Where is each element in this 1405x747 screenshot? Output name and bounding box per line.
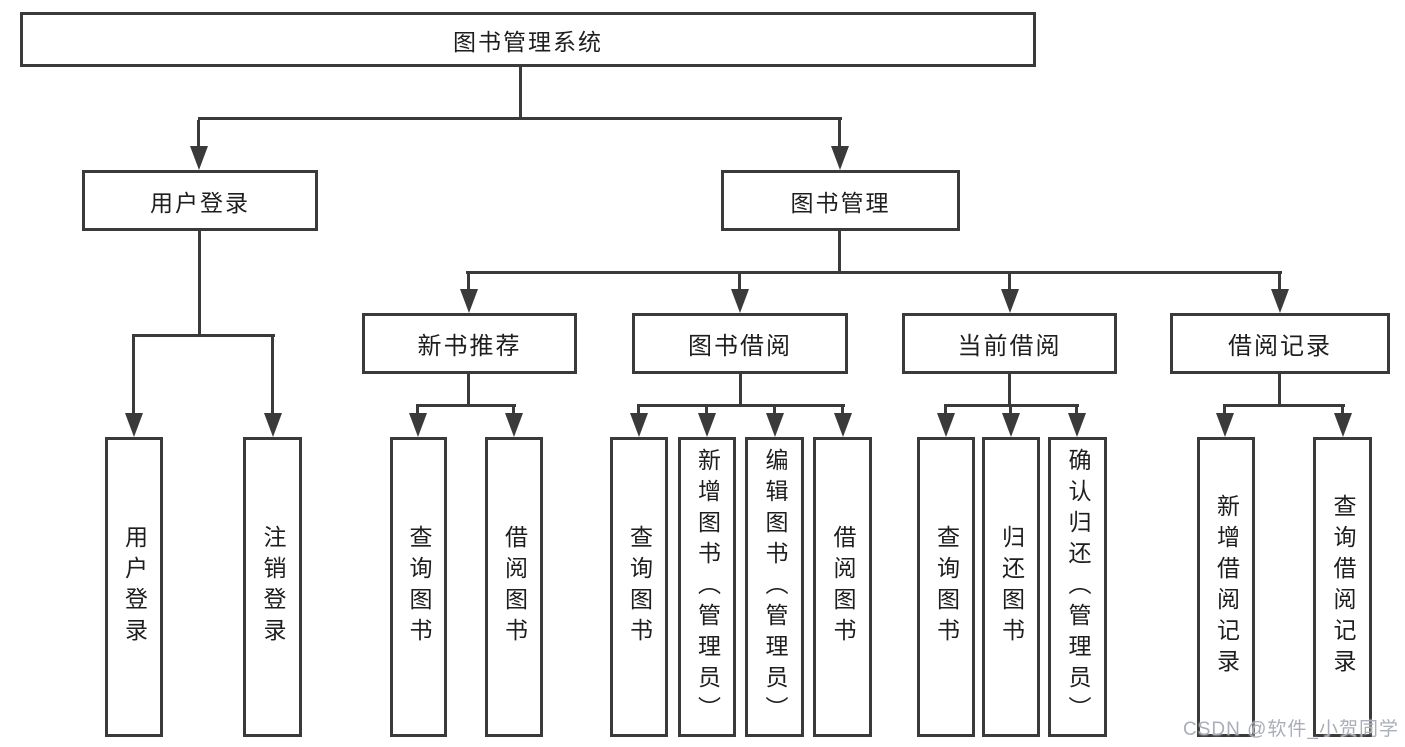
- csdn-watermark: CSDN @软件_小贺同学: [1183, 719, 1399, 740]
- leaf-user-login-label: 用户登录: [121, 525, 148, 649]
- arrowhead-current-query: [937, 413, 955, 437]
- arrowhead-book-borrow: [731, 289, 749, 313]
- connector-drop-current-borrow: [1008, 274, 1011, 289]
- arrowhead-current-confirm: [1068, 413, 1086, 437]
- connector-drop-current-return: [1009, 407, 1012, 413]
- node-book-borrow-label: 图书借阅: [688, 333, 792, 360]
- leaf-add-borrow-record: 新增借阅记录: [1197, 437, 1255, 737]
- arrowhead-leaf-logout: [264, 413, 282, 437]
- connector-drop-user-login: [197, 120, 200, 146]
- arrowhead-borrow-edit: [766, 413, 784, 437]
- leaf-return-books-label: 归还图书: [998, 525, 1025, 649]
- arrowhead-current-borrow: [1001, 289, 1019, 313]
- connector-drop-new-book-recommend: [467, 274, 470, 289]
- arrowhead-current-return: [1002, 413, 1020, 437]
- connector-root-bar: [198, 117, 842, 120]
- leaf-add-books-admin-label: 新增图书（管理员）: [694, 447, 721, 727]
- leaf-borrow-query-books-label: 查询图书: [626, 525, 653, 649]
- node-root: 图书管理系统: [20, 12, 1036, 67]
- leaf-borrow-books: 借阅图书: [813, 437, 872, 737]
- leaf-edit-books-admin-label: 编辑图书（管理员）: [762, 447, 788, 727]
- connector-drop-book-management: [838, 120, 841, 146]
- connector-drop-borrow-edit: [773, 407, 776, 413]
- connector-root-stem: [519, 67, 522, 120]
- leaf-current-query-books: 查询图书: [917, 437, 975, 737]
- leaf-current-query-books-label: 查询图书: [933, 525, 960, 649]
- leaf-return-books: 归还图书: [982, 437, 1040, 737]
- connector-drop-leaf-logout: [271, 337, 274, 413]
- arrowhead-book-management: [831, 146, 849, 170]
- arrowhead-leaf-user-login: [125, 413, 143, 437]
- connector-drop-records-query: [1341, 407, 1344, 413]
- connector-book-management-stem: [838, 231, 841, 274]
- connector-drop-borrow-borrow: [841, 407, 844, 413]
- connector-book-management-bar: [466, 271, 1282, 274]
- leaf-user-login: 用户登录: [105, 437, 163, 737]
- arrowhead-user-login: [190, 146, 208, 170]
- node-current-borrow-label: 当前借阅: [957, 333, 1062, 360]
- node-user-login-label: 用户登录: [150, 189, 250, 216]
- leaf-logout: 注销登录: [243, 437, 302, 737]
- arrowhead-borrow-query: [630, 413, 648, 437]
- leaf-edit-books-admin: 编辑图书（管理员）: [745, 437, 804, 737]
- arrowhead-records-add: [1216, 413, 1234, 437]
- connector-records-bar: [1223, 404, 1345, 407]
- node-user-login: 用户登录: [82, 170, 318, 231]
- connector-current-stem: [1008, 374, 1011, 407]
- leaf-query-borrow-record: 查询借阅记录: [1313, 437, 1372, 737]
- connector-current-bar: [944, 404, 1079, 407]
- connector-recommend-bar: [416, 404, 516, 407]
- connector-user-login-stem: [198, 231, 201, 336]
- connector-recommend-stem: [467, 374, 470, 407]
- arrowhead-records-query: [1334, 413, 1352, 437]
- leaf-add-borrow-record-label: 新增借阅记录: [1213, 494, 1240, 680]
- arrowhead-recommend-query: [409, 413, 427, 437]
- connector-drop-current-query: [944, 407, 947, 413]
- arrowhead-borrow-borrow: [834, 413, 852, 437]
- node-new-book-recommend: 新书推荐: [362, 313, 577, 374]
- connector-user-login-bar: [132, 334, 275, 337]
- leaf-recommend-borrow-books-label: 借阅图书: [501, 525, 528, 649]
- leaf-borrow-query-books: 查询图书: [610, 437, 668, 737]
- node-book-management: 图书管理: [721, 170, 960, 231]
- connector-drop-leaf-user-login: [132, 337, 135, 413]
- connector-drop-borrow-query: [637, 407, 640, 413]
- leaf-add-books-admin: 新增图书（管理员）: [678, 437, 736, 737]
- node-book-borrow: 图书借阅: [632, 313, 848, 374]
- leaf-logout-label: 注销登录: [260, 525, 286, 649]
- leaf-confirm-return-admin: 确认归还（管理员）: [1048, 437, 1107, 737]
- node-new-book-recommend-label: 新书推荐: [417, 333, 522, 360]
- node-borrow-records-label: 借阅记录: [1228, 333, 1332, 360]
- connector-records-stem: [1278, 374, 1281, 407]
- arrowhead-new-book-recommend: [460, 289, 478, 313]
- connector-drop-recommend-borrow: [512, 407, 515, 413]
- connector-drop-current-confirm: [1075, 407, 1078, 413]
- connector-drop-records-add: [1223, 407, 1226, 413]
- leaf-recommend-borrow-books: 借阅图书: [485, 437, 543, 737]
- leaf-query-borrow-record-label: 查询借阅记录: [1330, 494, 1356, 680]
- arrowhead-borrow-records: [1271, 289, 1289, 313]
- connector-borrow-stem: [739, 374, 742, 407]
- leaf-confirm-return-admin-label: 确认归还（管理员）: [1065, 447, 1091, 727]
- arrowhead-borrow-add: [698, 413, 716, 437]
- leaf-borrow-books-label: 借阅图书: [830, 525, 856, 649]
- node-borrow-records: 借阅记录: [1170, 313, 1390, 374]
- node-current-borrow: 当前借阅: [902, 313, 1117, 374]
- connector-drop-borrow-add: [705, 407, 708, 413]
- arrowhead-recommend-borrow: [505, 413, 523, 437]
- node-root-label: 图书管理系统: [453, 28, 603, 55]
- connector-drop-book-borrow: [738, 274, 741, 289]
- node-book-management-label: 图书管理: [790, 189, 891, 216]
- connector-drop-borrow-records: [1278, 274, 1281, 289]
- connector-drop-recommend-query: [416, 407, 419, 413]
- leaf-recommend-query-books: 查询图书: [390, 437, 447, 737]
- leaf-recommend-query-books-label: 查询图书: [406, 525, 432, 649]
- connector-borrow-bar: [637, 404, 845, 407]
